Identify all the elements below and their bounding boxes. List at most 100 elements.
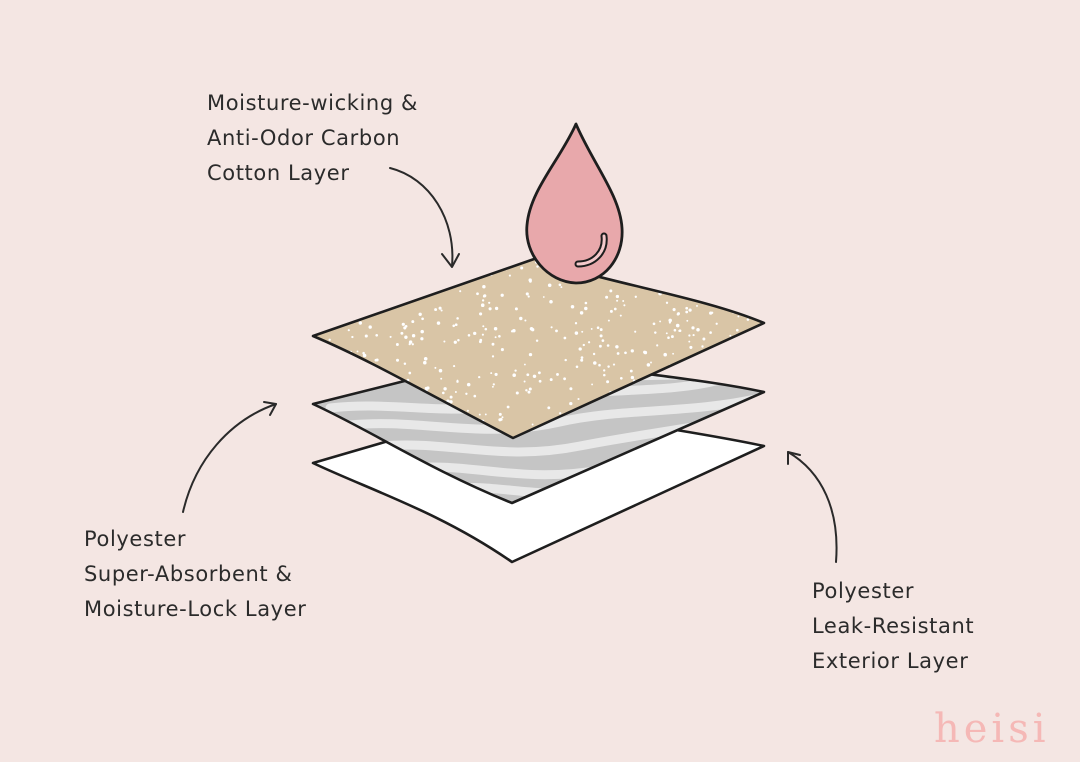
cotton-speckle xyxy=(525,292,529,296)
cotton-speckle xyxy=(428,258,432,260)
cotton-speckle xyxy=(313,258,314,260)
cotton-speckle xyxy=(491,355,495,358)
cotton-speckle xyxy=(607,365,610,368)
cotton-speckle xyxy=(756,288,759,292)
cotton-speckle xyxy=(362,351,365,355)
cotton-speckle xyxy=(467,334,471,337)
cotton-speckle xyxy=(328,338,331,341)
cotton-speckle xyxy=(757,259,761,263)
cotton-speckle xyxy=(467,255,470,258)
cotton-speckle xyxy=(331,365,335,368)
cotton-speckle xyxy=(512,328,516,333)
cotton-speckle xyxy=(457,338,460,342)
cotton-speckle xyxy=(564,358,567,362)
cotton-speckle xyxy=(749,369,752,372)
cotton-speckle xyxy=(364,276,368,280)
cotton-speckle xyxy=(661,277,665,281)
cotton-speckle xyxy=(527,390,531,394)
cotton-speckle xyxy=(423,357,428,361)
cotton-speckle xyxy=(456,317,459,320)
cotton-speckle xyxy=(733,263,737,267)
cotton-speckle xyxy=(659,320,662,323)
cotton-speckle xyxy=(488,301,491,304)
cotton-speckle xyxy=(745,350,750,354)
cotton-speckle xyxy=(730,431,734,435)
cotton-speckle xyxy=(630,375,635,380)
cotton-speckle xyxy=(454,323,458,327)
cotton-speckle xyxy=(743,333,746,336)
cotton-speckle xyxy=(730,268,733,271)
cotton-speckle xyxy=(719,419,723,423)
cotton-speckle xyxy=(741,283,744,286)
cotton-speckle xyxy=(351,335,354,339)
cotton-speckle xyxy=(560,286,563,289)
cotton-speckle xyxy=(667,336,670,340)
cotton-speckle xyxy=(634,330,637,333)
cotton-speckle xyxy=(641,269,646,273)
cotton-speckle xyxy=(630,349,634,353)
cotton-speckle xyxy=(751,343,755,347)
cotton-speckle xyxy=(691,326,695,330)
cotton-speckle xyxy=(563,377,567,381)
cotton-speckle xyxy=(393,281,397,285)
cotton-speckle xyxy=(569,401,573,406)
cotton-speckle xyxy=(512,373,516,377)
cotton-speckle xyxy=(347,329,350,332)
cotton-speckle xyxy=(535,339,539,342)
cotton-speckle xyxy=(440,377,443,380)
absorbent-layer-label-line3: Moisture-Lock Layer xyxy=(84,597,307,621)
cotton-speckle xyxy=(457,262,460,265)
cotton-speckle xyxy=(411,334,416,338)
cotton-speckle xyxy=(665,332,668,335)
cotton-speckle xyxy=(466,409,469,412)
cotton-speckle xyxy=(763,419,764,423)
cotton-speckle xyxy=(609,289,613,293)
cotton-speckle xyxy=(725,366,728,369)
cotton-speckle xyxy=(591,383,594,386)
cotton-speckle xyxy=(371,259,375,263)
cotton-speckle xyxy=(523,363,526,366)
cotton-speckle xyxy=(341,279,344,282)
cotton-speckle xyxy=(663,352,667,357)
cotton-speckle xyxy=(364,334,368,338)
cotton-speckle xyxy=(403,362,407,365)
cotton-speckle xyxy=(411,258,415,262)
cotton-speckle xyxy=(443,340,446,343)
cotton-speckle xyxy=(449,395,453,399)
cotton-speckle xyxy=(524,319,527,322)
cotton-speckle xyxy=(673,328,677,332)
cotton-speckle xyxy=(317,366,322,371)
cotton-speckle xyxy=(536,265,539,268)
cotton-speckle xyxy=(438,368,443,373)
cotton-speckle xyxy=(420,329,424,334)
cotton-speckle xyxy=(574,331,579,335)
cotton-speckle xyxy=(664,258,668,260)
cotton-speckle xyxy=(482,294,486,298)
cotton-speckle xyxy=(481,299,485,302)
cotton-speckle xyxy=(579,311,584,315)
cotton-speckle xyxy=(372,378,374,380)
cotton-speckle xyxy=(371,272,374,276)
cotton-speckle xyxy=(478,413,481,416)
cotton-speckle xyxy=(649,258,654,261)
cotton-speckle xyxy=(737,367,740,370)
cotton-speckle xyxy=(375,333,379,337)
cotton-speckle xyxy=(652,322,656,326)
cotton-speckle xyxy=(454,391,457,393)
arrow-to-absorbent-layer xyxy=(182,401,277,513)
cotton-speckle xyxy=(436,321,441,325)
cotton-speckle xyxy=(735,328,739,332)
cotton-speckle xyxy=(587,341,591,344)
cotton-speckle xyxy=(500,293,504,297)
cotton-speckle xyxy=(686,285,689,289)
cotton-speckle xyxy=(368,325,372,329)
cotton-speckle xyxy=(531,423,534,426)
cotton-speckle xyxy=(324,388,329,392)
cotton-speckle xyxy=(473,331,477,336)
cotton-speckle xyxy=(740,306,744,310)
exterior-layer-label-line3: Exterior Layer xyxy=(812,649,969,673)
cotton-speckle xyxy=(537,371,541,375)
cotton-speckle xyxy=(715,322,718,325)
cotton-speckle xyxy=(720,374,723,377)
cotton-speckle xyxy=(709,331,712,334)
